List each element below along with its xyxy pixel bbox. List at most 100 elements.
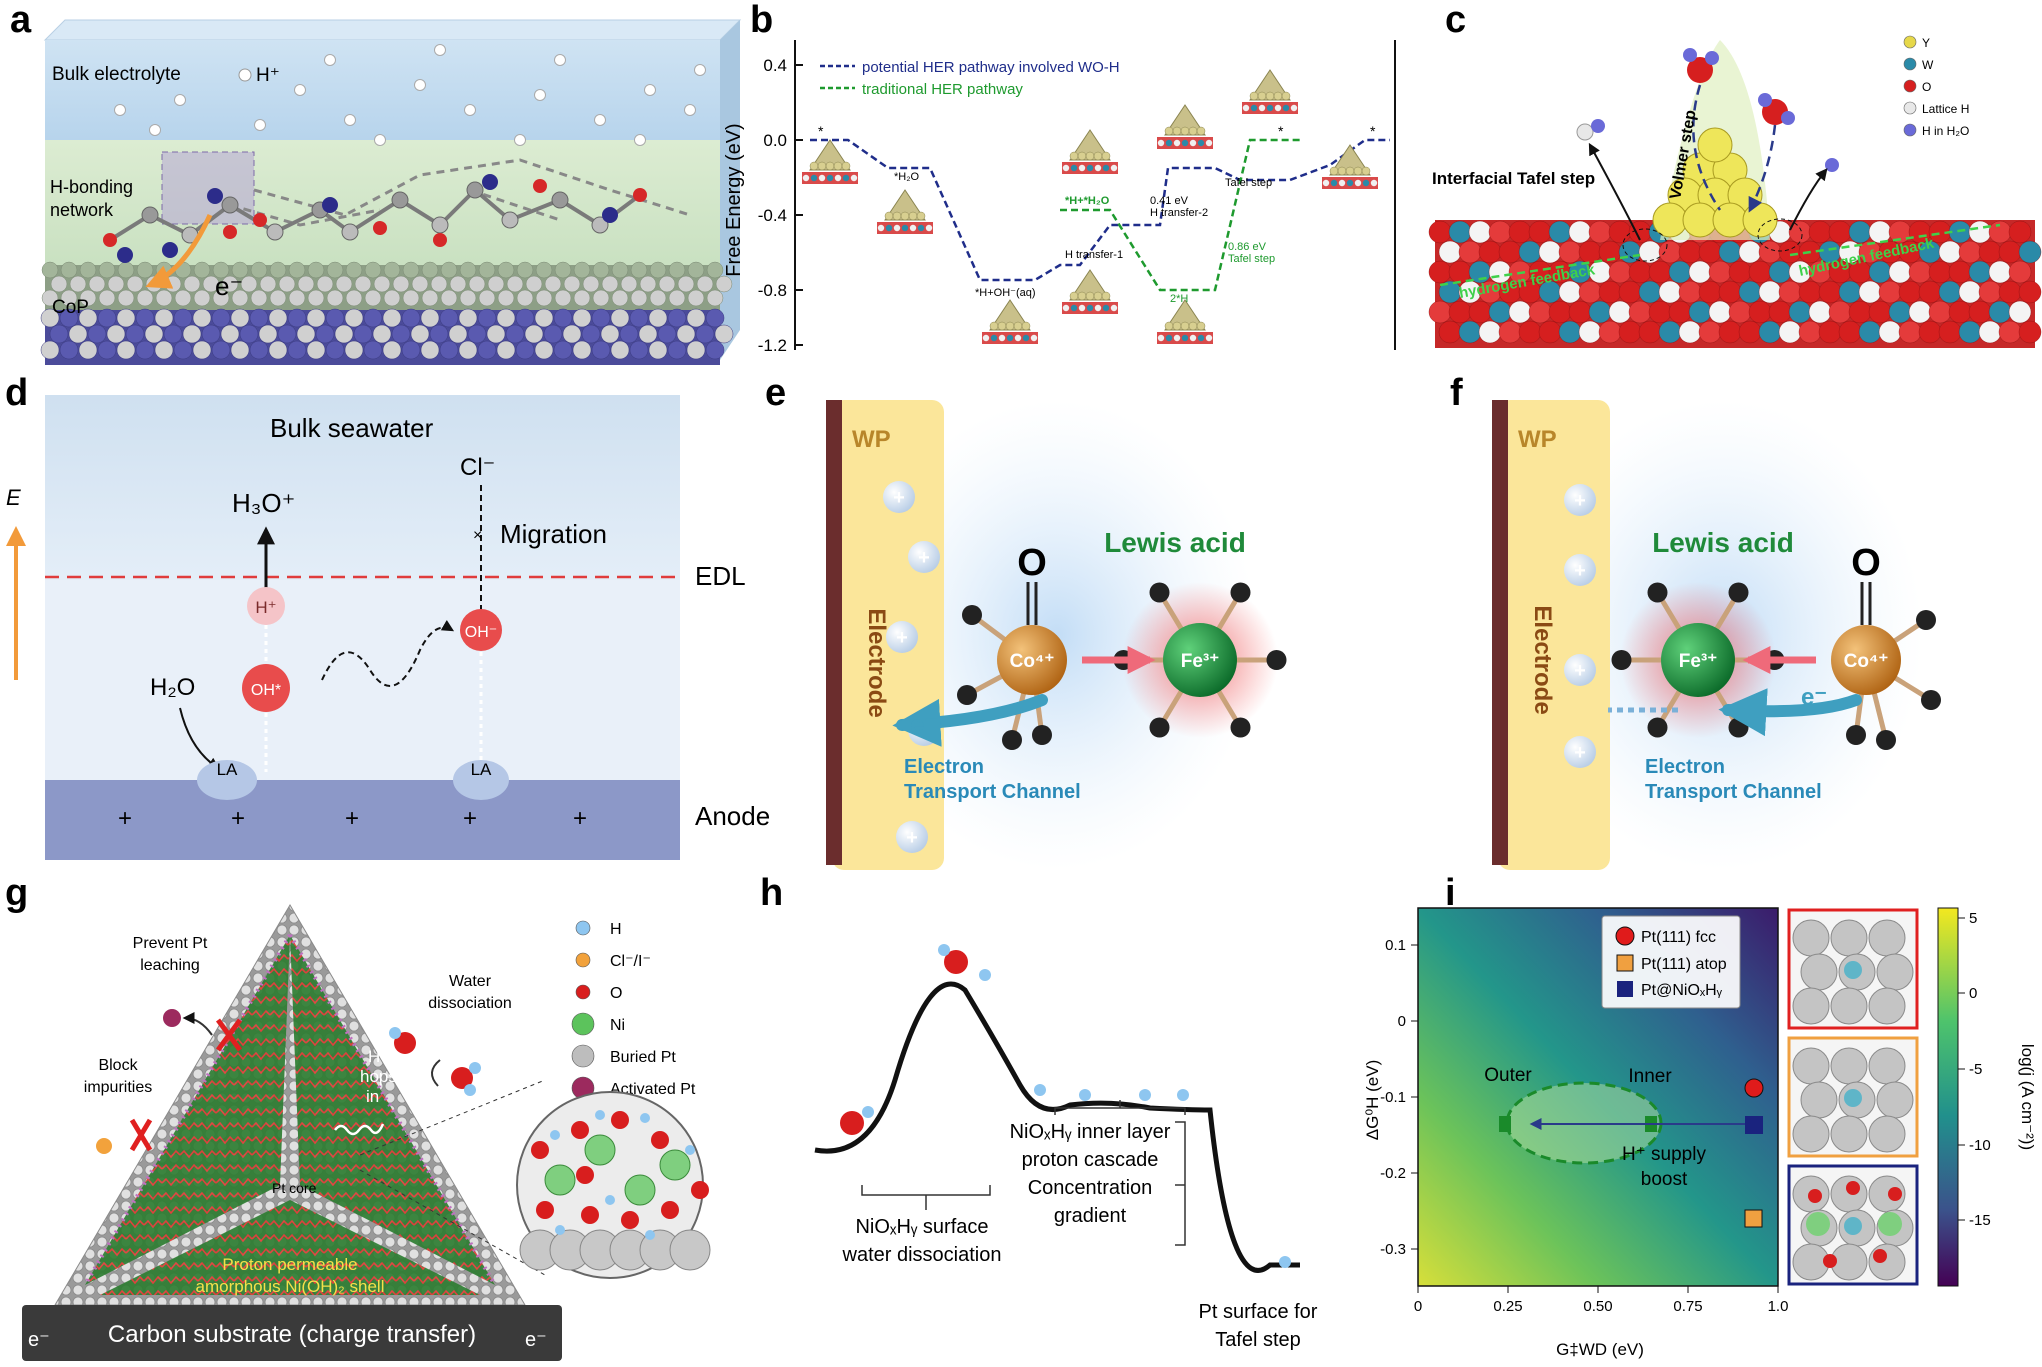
panel-g-letter: g [5,872,28,914]
d-anode-charges: +++++ [118,805,587,832]
g-block-cross-2 [129,1118,153,1152]
d-hplus-label: H⁺ [255,598,276,617]
i-legend-1: Pt(111) fcc [1641,929,1716,946]
bulk-electrolyte-layer [45,40,720,140]
d-ohminus-ball [460,609,502,651]
d-anode-plus: + [573,805,587,832]
i-point-fcc [1744,1078,1764,1098]
i-outer: Outer [1484,1065,1532,1086]
i-xtick-label: 0 [1414,1298,1422,1315]
d-migration-label: Migration [500,519,607,549]
a-proton-legend-dot [238,68,252,82]
c-tafel-label: Interfacial Tafel step [1432,169,1595,188]
b-ann-086: 0.86 eV [1228,241,1267,253]
electrode-label: Electrode [863,608,890,717]
wp-charge-sign: + [1574,742,1586,764]
i-colorbar-ticks: 50-5-10-15 [1958,910,1991,1229]
d-edl-label: EDL [695,561,746,591]
lewis-acid-label: Lewis acid [1652,527,1794,558]
d-ohstar-label: OH* [251,682,281,699]
i-thumb-atoms [1792,919,1914,1281]
i-ctick-label: -10 [1969,1137,1991,1154]
wp-charge [1564,736,1596,768]
wp-charge [908,541,940,573]
fe-label: Fe³⁺ [1181,651,1220,672]
wp-charge-sign: + [1574,490,1586,512]
etc-label-2: Transport Channel [904,781,1081,803]
c-legend-dot [1903,35,1917,49]
b-legend-text-2: traditional HER pathway [862,81,1023,98]
g-block-cross-1 [215,1018,243,1052]
ligand [1728,582,1749,603]
i-ytick-label: -0.1 [1380,1089,1406,1106]
i-colorbar [1937,907,1959,1287]
panel-d-letter: d [5,372,28,414]
co-atom [1831,625,1901,695]
c-legend-dot [1903,57,1917,71]
panel-b-letter: b [750,0,773,41]
ligand [1916,610,1936,630]
b-tick-label: 0.0 [763,131,787,150]
wp-charge-sign: + [906,827,918,849]
ligand [1647,582,1668,603]
a-hbond-label-1: H-bonding [50,177,133,197]
c-surface-atoms [1428,220,2042,344]
d-ohstar-ball [242,664,290,712]
h-inner-1: NiOₓHᵧ inner layer [1010,1121,1171,1143]
i-boost-1: H⁺ supply [1622,1144,1706,1165]
wp-charge-sign: + [918,547,930,569]
i-ylabel: ΔG⁰H (eV) [1363,1060,1382,1141]
d-anode-plus: + [345,805,359,832]
ligand [1876,730,1896,750]
d-la-2 [453,760,509,800]
h-pt-1: Pt surface for [1199,1301,1318,1323]
g-ptcore-label: Pt core [272,1180,317,1196]
wp-charge [883,481,915,513]
panel-e-letter: e [765,372,786,414]
wp-label: WP [852,426,891,453]
fe-atom [1163,623,1237,697]
ligand [1728,717,1749,738]
c-legend-text: Y [1922,36,1930,50]
wp-charge-sign: + [896,627,908,649]
panel-b: b 0.40.0-0.4-0.8-1.2 Free Energy (eV) po… [723,0,1396,355]
g-water-1: Water [449,973,492,990]
d-h2o-label: H₂O [150,674,195,701]
b-ann-hoh: *H+OH⁻(aq) [975,287,1036,299]
i-ytick-label: 0 [1398,1013,1406,1030]
i-ytick-label: -0.2 [1380,1165,1406,1182]
co-label: Co⁴⁺ [1010,651,1055,672]
fe-label: Fe³⁺ [1679,651,1718,672]
ligand [1266,650,1287,670]
d-edl-region [45,580,680,780]
i-thumb-h [1844,1089,1862,1107]
d-ohminus-label: OH⁻ [465,624,497,641]
b-blue-pathway [810,138,1390,282]
d-cross: × [473,527,482,544]
ligand [1230,717,1251,738]
g-hops-3: in [366,1087,379,1106]
wp-charge-sign: + [1574,660,1586,682]
panel-g: g Carbon substrate (charge transfer) e⁻ … [5,872,711,1361]
i-point-niox [1745,1116,1763,1134]
ligand [1647,717,1668,738]
i-legend-box [1601,915,1741,1009]
oxo-label: O [1851,542,1881,584]
g-legend-text: H [610,921,622,938]
b-ann-2h: 2*H [1170,293,1188,305]
i-xtick-label: 0.50 [1583,1298,1612,1315]
b-y-ticks: 0.40.0-0.4-0.8-1.2 [758,56,803,355]
b-ann-star-3: * [1370,123,1376,139]
ligand [1032,725,1052,745]
d-bulk-region [45,395,680,580]
b-tick-label: -0.8 [758,281,787,300]
i-xlabel: G‡WD (eV) [1556,1340,1644,1359]
i-point-atop [1744,1209,1763,1228]
g-block-1: Block [98,1057,138,1074]
h-pt-2: Tafel step [1215,1329,1301,1351]
ligand [1846,725,1866,745]
i-ctick-label: 5 [1969,910,1977,927]
